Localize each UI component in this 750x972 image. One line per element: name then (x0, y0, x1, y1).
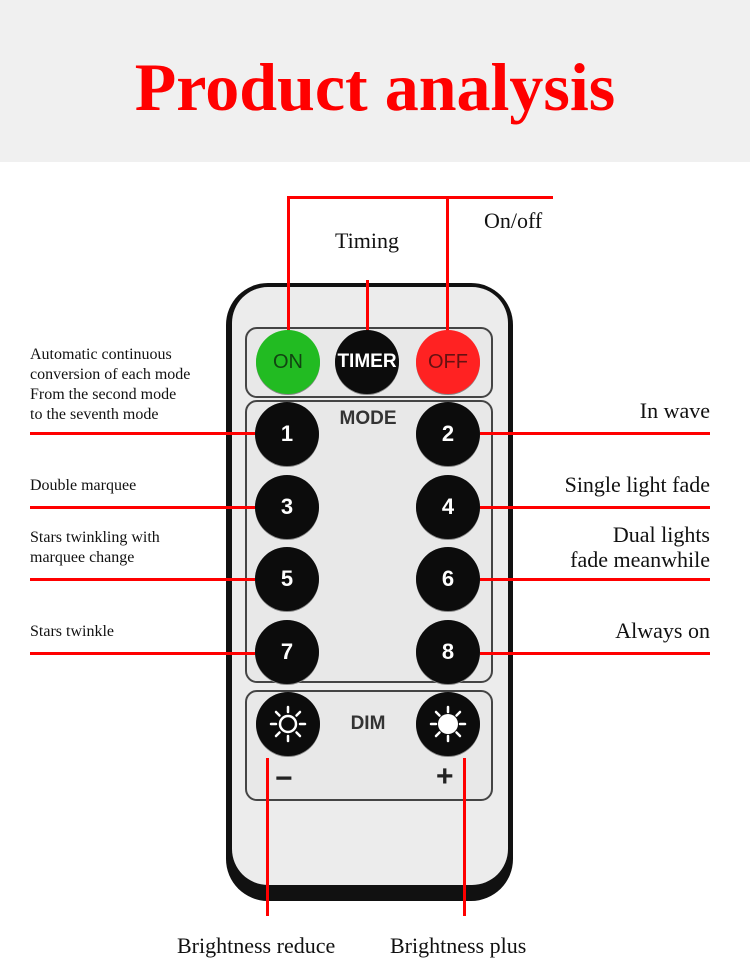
brightness-down-button[interactable] (256, 692, 320, 756)
mode-1-description: Automatic continuous conversion of each … (30, 346, 191, 423)
leader-line-brightness-plus (463, 758, 466, 916)
sun-outline-icon (269, 705, 307, 743)
timer-button[interactable]: TIMER (335, 330, 399, 394)
mode-7-description: Stars twinkle (30, 623, 114, 640)
page-title: Product analysis (134, 49, 616, 125)
mode-7-button[interactable]: 7 (255, 620, 319, 684)
mode-1-button[interactable]: 1 (255, 402, 319, 466)
leader-line-timer (366, 280, 369, 336)
mode-4-button[interactable]: 4 (416, 475, 480, 539)
leader-line-8 (480, 652, 710, 655)
sun-filled-icon (429, 705, 467, 743)
mode-label: MODE (339, 408, 397, 429)
brightness-up-button[interactable] (416, 692, 480, 756)
mode-2-description: In wave (639, 398, 710, 423)
leader-line-2 (480, 432, 710, 435)
leader-line-brightness-reduce (266, 758, 269, 916)
leader-line-4 (480, 506, 710, 509)
on-off-label: On/off (484, 208, 543, 233)
mode-5-description: Stars twinkling with marquee change (30, 529, 160, 566)
mode-6-description: Dual lights fade meanwhile (570, 522, 710, 572)
off-button[interactable]: OFF (416, 330, 480, 394)
timing-label: Timing (334, 228, 399, 253)
mode-5-button[interactable]: 5 (255, 547, 319, 611)
on-button[interactable]: ON (256, 330, 320, 394)
leader-line-5 (30, 578, 256, 581)
mode-8-button[interactable]: 8 (416, 620, 480, 684)
brightness-reduce-label: Brightness reduce (177, 933, 336, 958)
mode-2-button[interactable]: 2 (416, 402, 480, 466)
leader-line-6 (480, 578, 710, 581)
leader-line-onoff-top (287, 196, 553, 199)
mode-3-description: Double marquee (30, 477, 137, 494)
dim-plus-label: + (436, 760, 454, 793)
leader-line-1 (30, 432, 256, 435)
dim-minus-label: − (275, 762, 293, 795)
leader-line-7 (30, 652, 256, 655)
leader-line-3 (30, 506, 256, 509)
mode-3-button[interactable]: 3 (255, 475, 319, 539)
brightness-plus-label: Brightness plus (390, 933, 527, 958)
header-band (0, 0, 750, 162)
leader-line-on (287, 196, 290, 336)
mode-6-button[interactable]: 6 (416, 547, 480, 611)
mode-8-description: Always on (615, 618, 710, 643)
dim-label: DIM (350, 713, 386, 734)
mode-4-description: Single light fade (564, 472, 710, 497)
leader-line-off (446, 196, 449, 336)
